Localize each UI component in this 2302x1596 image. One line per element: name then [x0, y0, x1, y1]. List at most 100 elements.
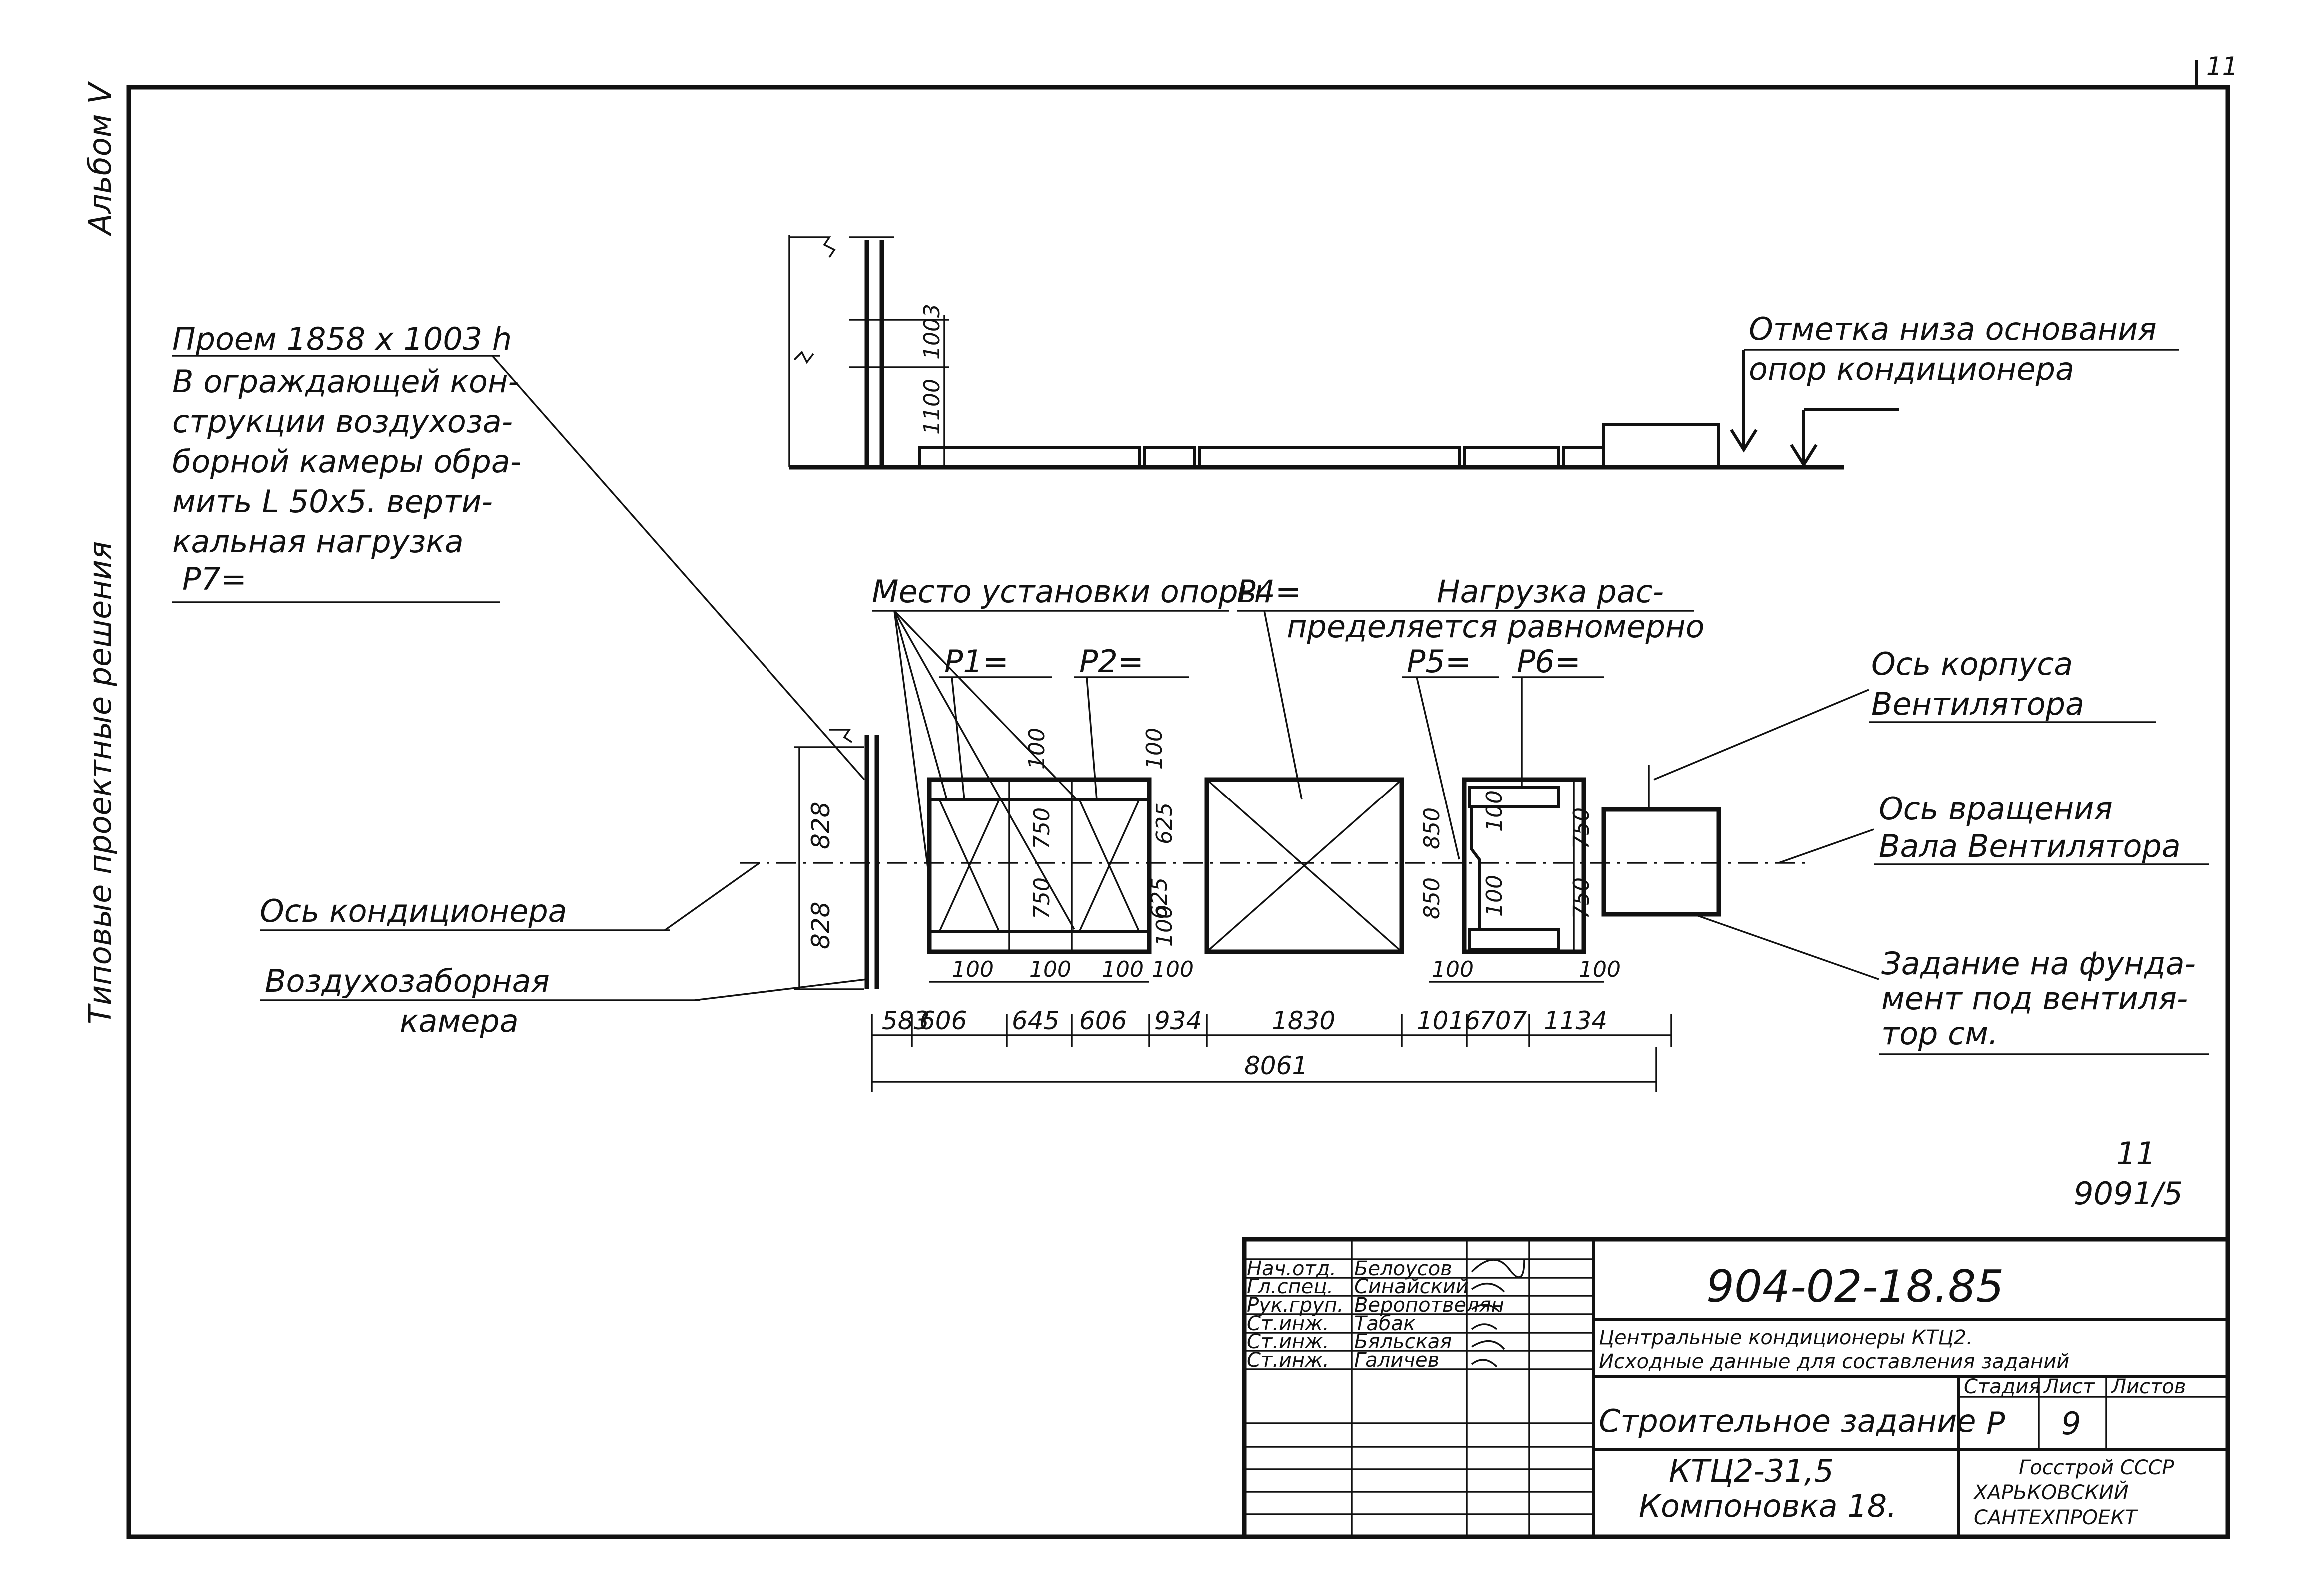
staff-role-3: Рук.груп. [1247, 1294, 1344, 1317]
plan-view: 828 828 100 100 750 750 625 625 100 850 [740, 728, 1809, 1092]
chain-dim-606-a: 606 [919, 1006, 967, 1035]
fan-housing-note: Ось корпуса Вентилятора [1653, 646, 2156, 781]
org-line-1: Госстрой СССР [2019, 1456, 2174, 1479]
plan-dim-850-a: 850 [1419, 807, 1445, 849]
conditioner-axis-note: Ось кондиционера [260, 862, 761, 931]
plan-dim-750-b: 750 [1029, 877, 1055, 919]
plan-dim-750-d: 750 [1569, 877, 1594, 919]
staff-name-5: Бяльская [1354, 1330, 1452, 1353]
svg-text:камера: камера [400, 1003, 519, 1039]
org-line-2: ХАРЬКОВСКИЙ [1973, 1480, 2129, 1504]
bottom-dim-100-2: 100 [1029, 957, 1071, 982]
staff-role-2: Гл.спец. [1247, 1275, 1333, 1298]
svg-text:кальная нагрузка: кальная нагрузка [172, 523, 464, 560]
bottom-dim-100-3: 100 [1102, 957, 1144, 982]
title-block: Нач.отд. Белоусов Гл.спец. Синайский Рук… [1242, 1237, 2230, 1539]
svg-text:P7=: P7= [182, 561, 247, 597]
org-line-3: САНТЕХПРОЕКТ [1974, 1506, 2139, 1529]
sheets-header: Листов [2110, 1375, 2186, 1398]
chain-dim-583: 583 [882, 1006, 929, 1035]
staff-name-2: Синайский [1354, 1275, 1469, 1298]
sheet-value: 9 [2061, 1405, 2081, 1442]
svg-text:P4=: P4= [1237, 573, 1301, 610]
plan-dim-828-top: 828 [806, 802, 835, 849]
chain-dim-1134: 1134 [1544, 1006, 1607, 1035]
chain-dim-1830: 1830 [1272, 1006, 1335, 1035]
bottom-dim-100-6: 100 [1579, 957, 1621, 982]
bottom-dim-100-4: 100 [1152, 957, 1194, 982]
page-number: 11 [2206, 52, 2238, 81]
elevation-view: 1100 1003 [788, 235, 1899, 470]
svg-text:Нагрузка рас-: Нагрузка рас- [1437, 573, 1664, 610]
chain-dim-606-b: 606 [1079, 1006, 1127, 1035]
elev-dim-1003: 1003 [919, 304, 945, 360]
svg-text:тор см.: тор см. [1881, 1015, 1998, 1052]
svg-text:Вала Вентилятора: Вала Вентилятора [1879, 828, 2181, 864]
svg-text:пределяется равномерно: пределяется равномерно [1287, 608, 1704, 645]
plan-dim-100-e: 100 [1482, 875, 1507, 917]
base-mark-note: Отметка низа основания опор кондиционера [1744, 311, 2179, 387]
svg-text:Вентилятора: Вентилятора [1871, 686, 2084, 722]
staff-role-6: Ст.инж. [1247, 1349, 1329, 1372]
sheet-header: Лист [2043, 1375, 2095, 1398]
staff-role-4: Ст.инж. [1247, 1312, 1329, 1335]
chain-dim-1016: 1016 [1417, 1006, 1480, 1035]
chain-dim-707: 707 [1479, 1006, 1527, 1035]
svg-text:P5=: P5= [1407, 643, 1471, 680]
chain-dim-934: 934 [1154, 1006, 1202, 1035]
svg-text:В ограждающей кон-: В ограждающей кон- [172, 363, 519, 400]
bottom-dim-100-5: 100 [1432, 957, 1474, 982]
fan-foundation-note: Задание на фунда- мент под вентиля- тор … [1693, 913, 2209, 1055]
album-label: Альбом Ⅴ [82, 81, 118, 237]
plan-dim-750-a: 750 [1029, 807, 1055, 849]
svg-text:Задание на фунда-: Задание на фунда- [1881, 945, 2196, 982]
staff-role-5: Ст.инж. [1247, 1330, 1329, 1353]
svg-text:Место установки опоры: Место установки опоры [872, 573, 1263, 610]
doc-description-2: Исходные данные для составления заданий [1599, 1350, 2069, 1373]
staff-name-4: Табак [1354, 1312, 1415, 1335]
doc-description-1: Центральные кондиционеры КТЦ2. [1599, 1326, 1973, 1349]
svg-text:мент под вентиля-: мент под вентиля- [1881, 980, 2188, 1017]
plan-dim-625-a: 625 [1152, 802, 1177, 844]
svg-text:борной камеры обра-: борной камеры обра- [172, 443, 521, 480]
drawing-frame [126, 85, 2230, 1539]
intake-chamber-note: Воздухозаборная камера [260, 963, 867, 1039]
staff-role-1: Нач.отд. [1247, 1257, 1336, 1280]
load-labels: P1= P2= P5= P6= [939, 643, 1604, 860]
svg-text:Ось корпуса: Ось корпуса [1871, 646, 2073, 682]
plan-dim-828-bottom: 828 [806, 902, 835, 949]
fan-shaft-note: Ось вращения Вала Вентилятора [1778, 791, 2209, 865]
sheet-sub-code: 9091/5 [2074, 1175, 2183, 1212]
opening-note: Проем 1858 x 1003 h В ограждающей кон- с… [172, 321, 865, 781]
svg-text:струкции воздухоза-: струкции воздухоза- [172, 403, 513, 440]
model-line-2: Компоновка 18. [1639, 1488, 1897, 1524]
chain-dim-645: 645 [1012, 1006, 1059, 1035]
doc-number: 904-02-18.85 [1706, 1261, 2004, 1312]
plan-dim-625-b: 625 [1147, 877, 1172, 919]
svg-text:мить L 50x5. верти-: мить L 50x5. верти- [172, 483, 493, 520]
support-note: Место установки опоры [872, 573, 1263, 930]
svg-text:опор кондиционера: опор кондиционера [1749, 351, 2074, 387]
staff-name-1: Белоусов [1354, 1257, 1452, 1280]
svg-text:Ось кондиционера: Ось кондиционера [260, 893, 567, 929]
load-note: P4= Нагрузка рас- пределяется равномерно [1237, 573, 1704, 800]
total-dim-8061: 8061 [1244, 1051, 1308, 1080]
svg-text:P2=: P2= [1079, 643, 1144, 680]
svg-text:Отметка низа основания: Отметка низа основания [1749, 311, 2157, 347]
plan-dim-100-c: 100 [1152, 905, 1177, 947]
plan-dim-850-b: 850 [1419, 877, 1445, 919]
plan-dim-750-c: 750 [1569, 807, 1594, 849]
staff-name-6: Галичев [1354, 1349, 1439, 1372]
plan-dim-100-b: 100 [1142, 728, 1167, 770]
svg-text:P6=: P6= [1517, 643, 1581, 680]
svg-text:Ось вращения: Ось вращения [1879, 791, 2113, 827]
svg-text:Воздухозаборная: Воздухозаборная [265, 963, 550, 999]
series-label: Типовые проектные решения [82, 541, 118, 1024]
model-line-1: КТЦ2-31,5 [1669, 1453, 1834, 1489]
svg-text:P1=: P1= [944, 643, 1009, 680]
svg-text:Проем 1858 x 1003 h: Проем 1858 x 1003 h [172, 321, 512, 357]
plan-dim-100-d: 100 [1482, 790, 1507, 832]
sheet-code: 11 [2116, 1135, 2156, 1172]
